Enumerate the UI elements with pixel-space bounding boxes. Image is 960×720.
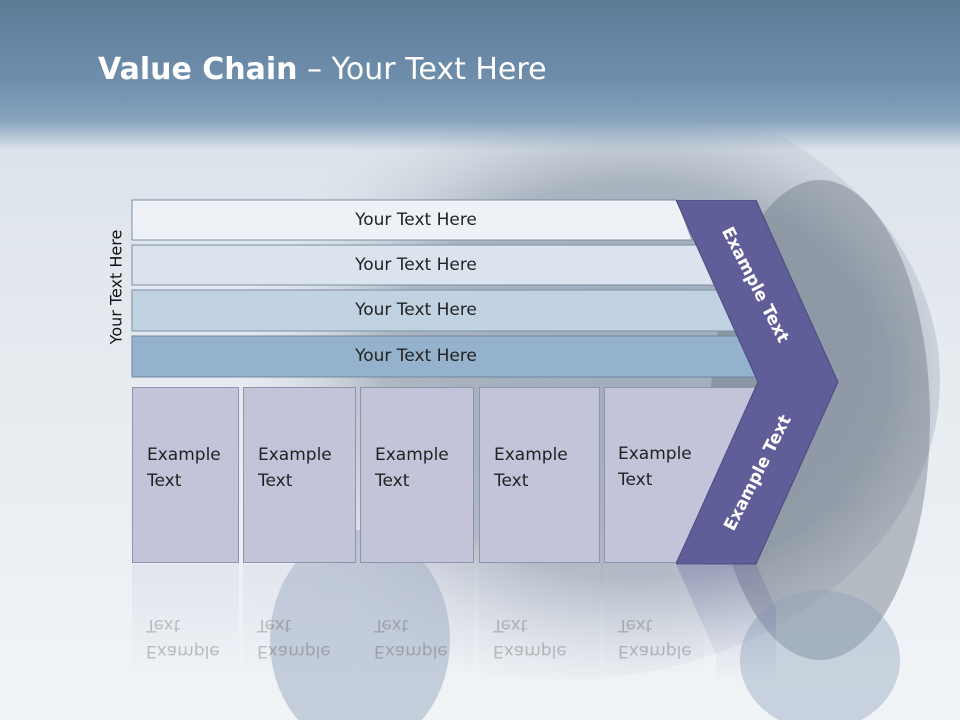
column-4-reflection-line1: Example	[493, 641, 567, 661]
column-1-reflection-line2: Text	[146, 615, 181, 635]
column-1-line2: Text	[147, 471, 182, 491]
row-2-label: Your Text Here	[355, 255, 477, 275]
column-5-reflection-line2: Text	[618, 615, 653, 635]
row-1-shape	[131, 199, 693, 241]
column-3-reflection-line2: Text	[374, 615, 409, 635]
column-5-shape	[604, 387, 763, 563]
column-3-reflection-text: Example Text	[374, 612, 464, 664]
column-3-line1: Example	[375, 445, 449, 465]
column-1-reflection-line1: Example	[146, 641, 220, 661]
column-3-reflection: Example Text	[360, 564, 474, 684]
column-2-line2: Text	[258, 471, 293, 491]
column-3-line2: Text	[375, 471, 410, 491]
column-5-line1: Example	[618, 444, 692, 464]
column-2-reflection-line1: Example	[257, 641, 331, 661]
slide-title[interactable]: Value Chain – Your Text Here	[98, 52, 547, 87]
column-1-reflection-text: Example Text	[146, 612, 236, 664]
column-4-reflection: Example Text	[479, 564, 600, 684]
chevron-arrow	[676, 200, 839, 565]
row-1-label: Your Text Here	[355, 210, 477, 230]
title-bold: Value Chain	[98, 52, 298, 87]
title-rest: – Your Text Here	[297, 52, 547, 87]
column-5-line2: Text	[618, 470, 653, 490]
column-3-reflection-line1: Example	[374, 641, 448, 661]
column-1-reflection: Example Text	[132, 564, 239, 684]
slide-header	[0, 0, 960, 150]
column-4-reflection-line2: Text	[493, 615, 528, 635]
row-3-label: Your Text Here	[355, 300, 477, 320]
column-2-reflection: Example Text	[243, 564, 356, 684]
column-4-line1: Example	[494, 445, 568, 465]
column-2-reflection-text: Example Text	[257, 612, 347, 664]
chevron-reflection	[676, 564, 776, 684]
column-1-line1: Example	[147, 445, 221, 465]
column-4-reflection-text: Example Text	[493, 612, 583, 664]
row-4-label: Your Text Here	[355, 346, 477, 366]
column-2-line1: Example	[258, 445, 332, 465]
column-4-line2: Text	[494, 471, 529, 491]
column-2-reflection-line2: Text	[257, 615, 292, 635]
side-label[interactable]: Your Text Here	[106, 229, 126, 345]
